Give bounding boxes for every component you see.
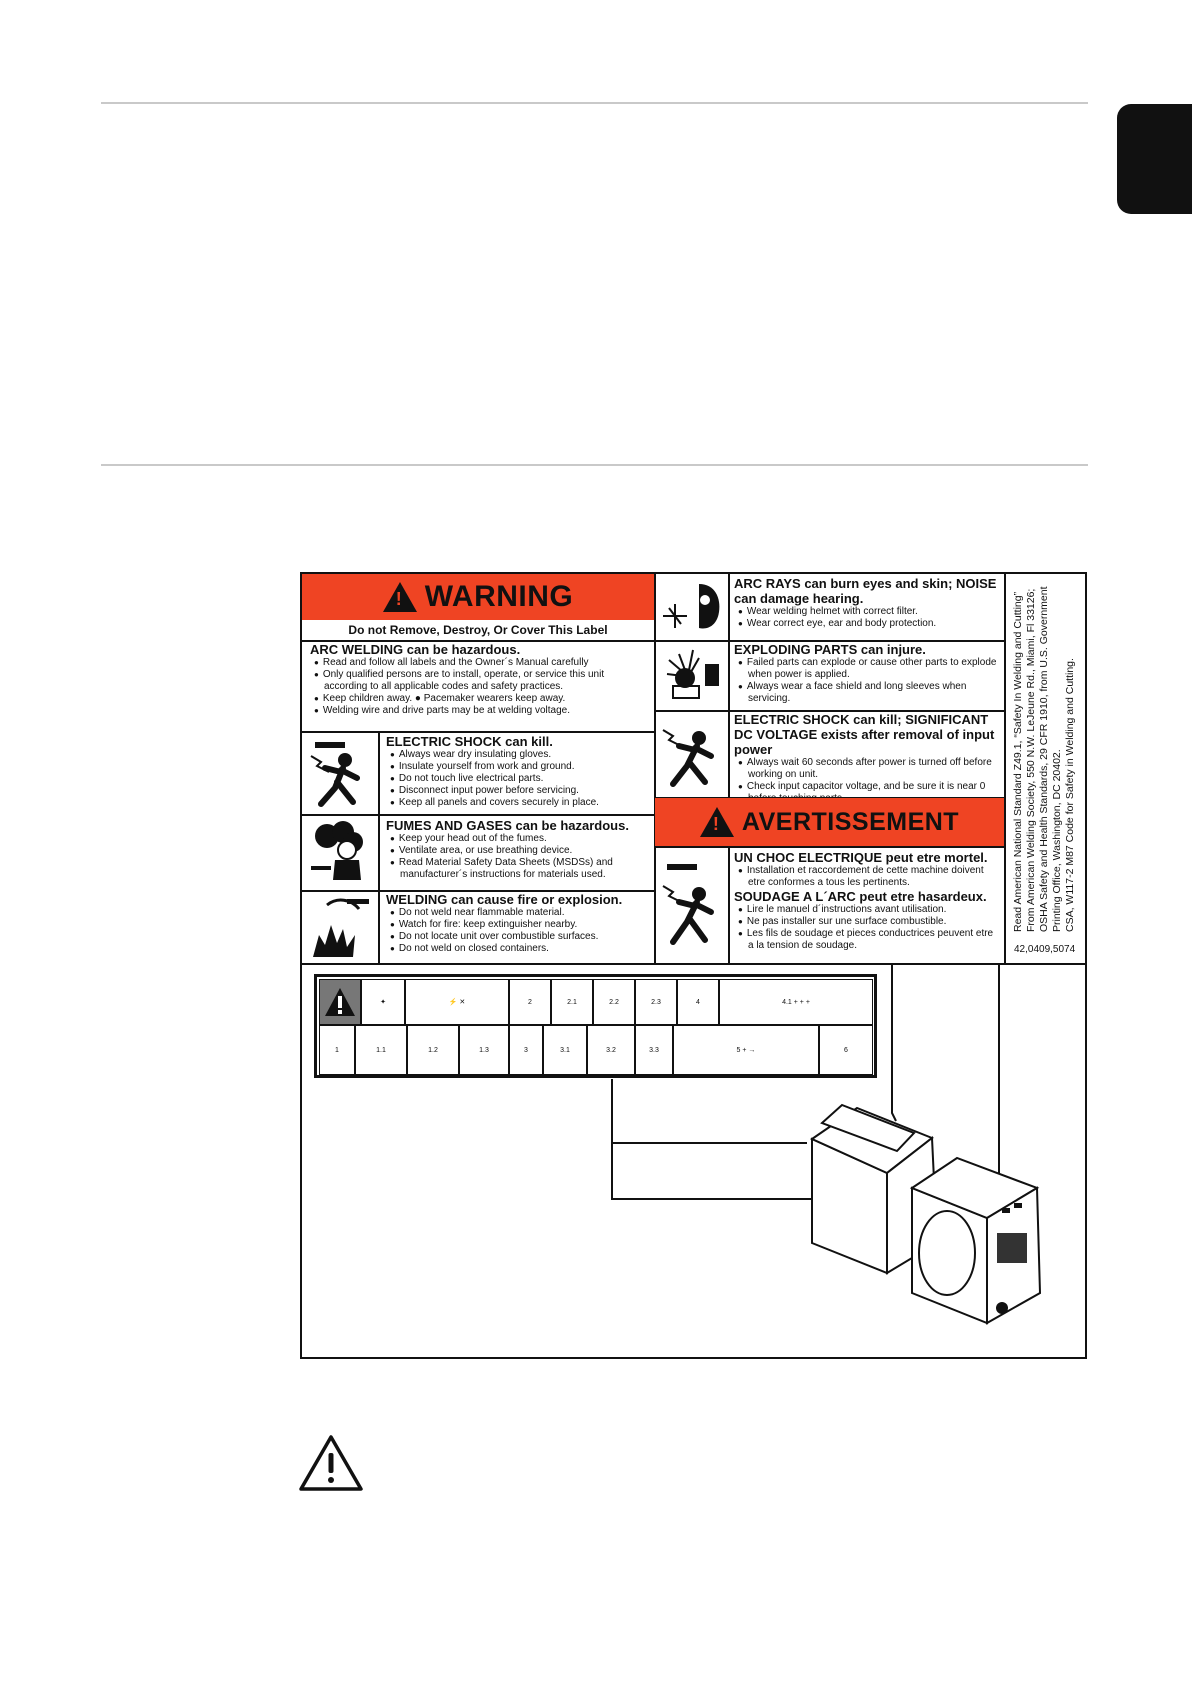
pictogram: ✦ [361, 979, 405, 1025]
bullet: Wear correct eye, ear and body protectio… [734, 618, 1000, 630]
arc-rays-heading: ARC RAYS can burn eyes and skin; NOISE c… [734, 576, 997, 606]
fire-section: WELDING can cause fire or explosion. Do … [386, 892, 650, 955]
bullet: Always wait 60 seconds after power is tu… [734, 757, 1000, 781]
part-number: 42,0409,5074 [1014, 944, 1076, 955]
warning-label-figure: WARNING Do not Remove, Destroy, Or Cover… [300, 572, 1087, 1359]
arc-welding-section: ARC WELDING can be hazardous. Read and f… [310, 642, 650, 717]
fumes-heading: FUMES AND GASES can be hazardous. [386, 818, 629, 833]
pictogram-strip: ✦ ⚡ ✕ 2 2.1 2.2 2.3 4 4.1 + + + 1 1.1 1.… [314, 974, 877, 1078]
chapter-tab [1117, 104, 1192, 214]
exploding-parts-icon [656, 642, 726, 704]
pictogram: 4 [677, 979, 719, 1025]
pictogram: 5 + → [673, 1025, 819, 1075]
pictogram: 1.2 [407, 1025, 459, 1075]
standards-side-text: Read American National Standard Z49.1, “… [1012, 586, 1076, 955]
pictogram: 3.2 [587, 1025, 635, 1075]
bullet: Keep your head out of the fumes. [386, 833, 650, 845]
dc-voltage-heading: ELECTRIC SHOCK can kill; SIGNIFICANT DC … [734, 712, 995, 757]
fumes-section: FUMES AND GASES can be hazardous. Keep y… [386, 818, 650, 881]
dc-voltage-shock-icon [656, 714, 726, 794]
bullet: Always wear a face shield and long sleev… [734, 681, 1000, 705]
electric-shock-heading: ELECTRIC SHOCK can kill. [386, 734, 553, 749]
fumes-icon [304, 817, 376, 887]
avertissement-banner: AVERTISSEMENT [655, 798, 1004, 846]
exploding-parts-section: EXPLODING PARTS can injure. Failed parts… [734, 642, 1000, 705]
french-heading-1: UN CHOC ELECTRIQUE peut etre mortel. [734, 850, 988, 865]
bullet: Do not touch live electrical parts. [386, 773, 650, 785]
bullet: Keep children away. ● Pacemaker wearers … [310, 693, 650, 705]
pictogram: 2.3 [635, 979, 677, 1025]
bullet: Always wear dry insulating gloves. [386, 749, 650, 761]
pictogram: 6 [819, 1025, 873, 1075]
warning-label: WARNING Do not Remove, Destroy, Or Cover… [302, 574, 1087, 965]
bullet: Failed parts can explode or cause other … [734, 657, 1000, 681]
middle-rule [101, 464, 1088, 466]
bullet: Lire le manuel d´instructions avant util… [734, 904, 1000, 916]
bullet: Do not locate unit over combustible surf… [386, 931, 650, 943]
bullet: Do not weld near flammable material. [386, 907, 650, 919]
bullet: Ne pas installer sur une surface combust… [734, 916, 1000, 928]
bullet: Les fils de soudage et pieces conductric… [734, 928, 1000, 952]
bullet: Insulate yourself from work and ground. [386, 761, 650, 773]
exploding-parts-heading: EXPLODING PARTS can injure. [734, 642, 926, 657]
warning-triangle-icon [699, 807, 734, 837]
bullet: Ventilate area, or use breathing device. [386, 845, 650, 857]
pictogram: 3 [509, 1025, 543, 1075]
warning-triangle-icon [298, 1433, 364, 1493]
warning-triangle-icon [319, 979, 361, 1025]
bullet: Do not weld on closed containers. [386, 943, 650, 955]
bullet: Read and follow all labels and the Owner… [310, 657, 650, 669]
arc-rays-section: ARC RAYS can burn eyes and skin; NOISE c… [734, 576, 1000, 630]
welding-machine-illustration [611, 963, 1042, 1325]
arc-welding-heading: ARC WELDING can be hazardous. [310, 642, 521, 657]
pictogram: 4.1 + + + [719, 979, 873, 1025]
bullet: Only qualified persons are to install, o… [310, 669, 650, 693]
bullet: Installation et raccordement de cette ma… [734, 865, 1000, 889]
dc-voltage-section: ELECTRIC SHOCK can kill; SIGNIFICANT DC … [734, 712, 1000, 805]
warning-triangle-icon [382, 582, 417, 612]
pictogram: 2.1 [551, 979, 593, 1025]
electric-shock-icon-fr [656, 850, 726, 960]
pictogram: 1 [319, 1025, 355, 1075]
top-rule [101, 102, 1088, 104]
pictogram: 3.3 [635, 1025, 673, 1075]
pictogram: 3.1 [543, 1025, 587, 1075]
bullet: Wear welding helmet with correct filter. [734, 606, 1000, 618]
pictogram: 2.2 [593, 979, 635, 1025]
warning-banner: WARNING [302, 574, 654, 620]
french-heading-2: SOUDAGE A L´ARC peut etre hasardeux. [734, 889, 987, 904]
pictogram: 2 [509, 979, 551, 1025]
bullet: Welding wire and drive parts may be at w… [310, 705, 650, 717]
electric-shock-icon [304, 734, 376, 812]
pictogram: 1.1 [355, 1025, 407, 1075]
fire-explosion-icon [304, 892, 376, 962]
warning-subtitle: Do not Remove, Destroy, Or Cover This La… [348, 623, 608, 637]
arc-rays-icon [656, 576, 726, 636]
pictogram: 1.3 [459, 1025, 509, 1075]
pictogram: ⚡ ✕ [405, 979, 509, 1025]
bullet: Keep all panels and covers securely in p… [386, 797, 650, 809]
electric-shock-section: ELECTRIC SHOCK can kill. Always wear dry… [386, 734, 650, 809]
fire-heading: WELDING can cause fire or explosion. [386, 892, 623, 907]
bullet: Disconnect input power before servicing. [386, 785, 650, 797]
bullet: Watch for fire: keep extinguisher nearby… [386, 919, 650, 931]
french-section: UN CHOC ELECTRIQUE peut etre mortel. Ins… [734, 850, 1000, 952]
bullet: Read Material Safety Data Sheets (MSDSs)… [386, 857, 650, 881]
